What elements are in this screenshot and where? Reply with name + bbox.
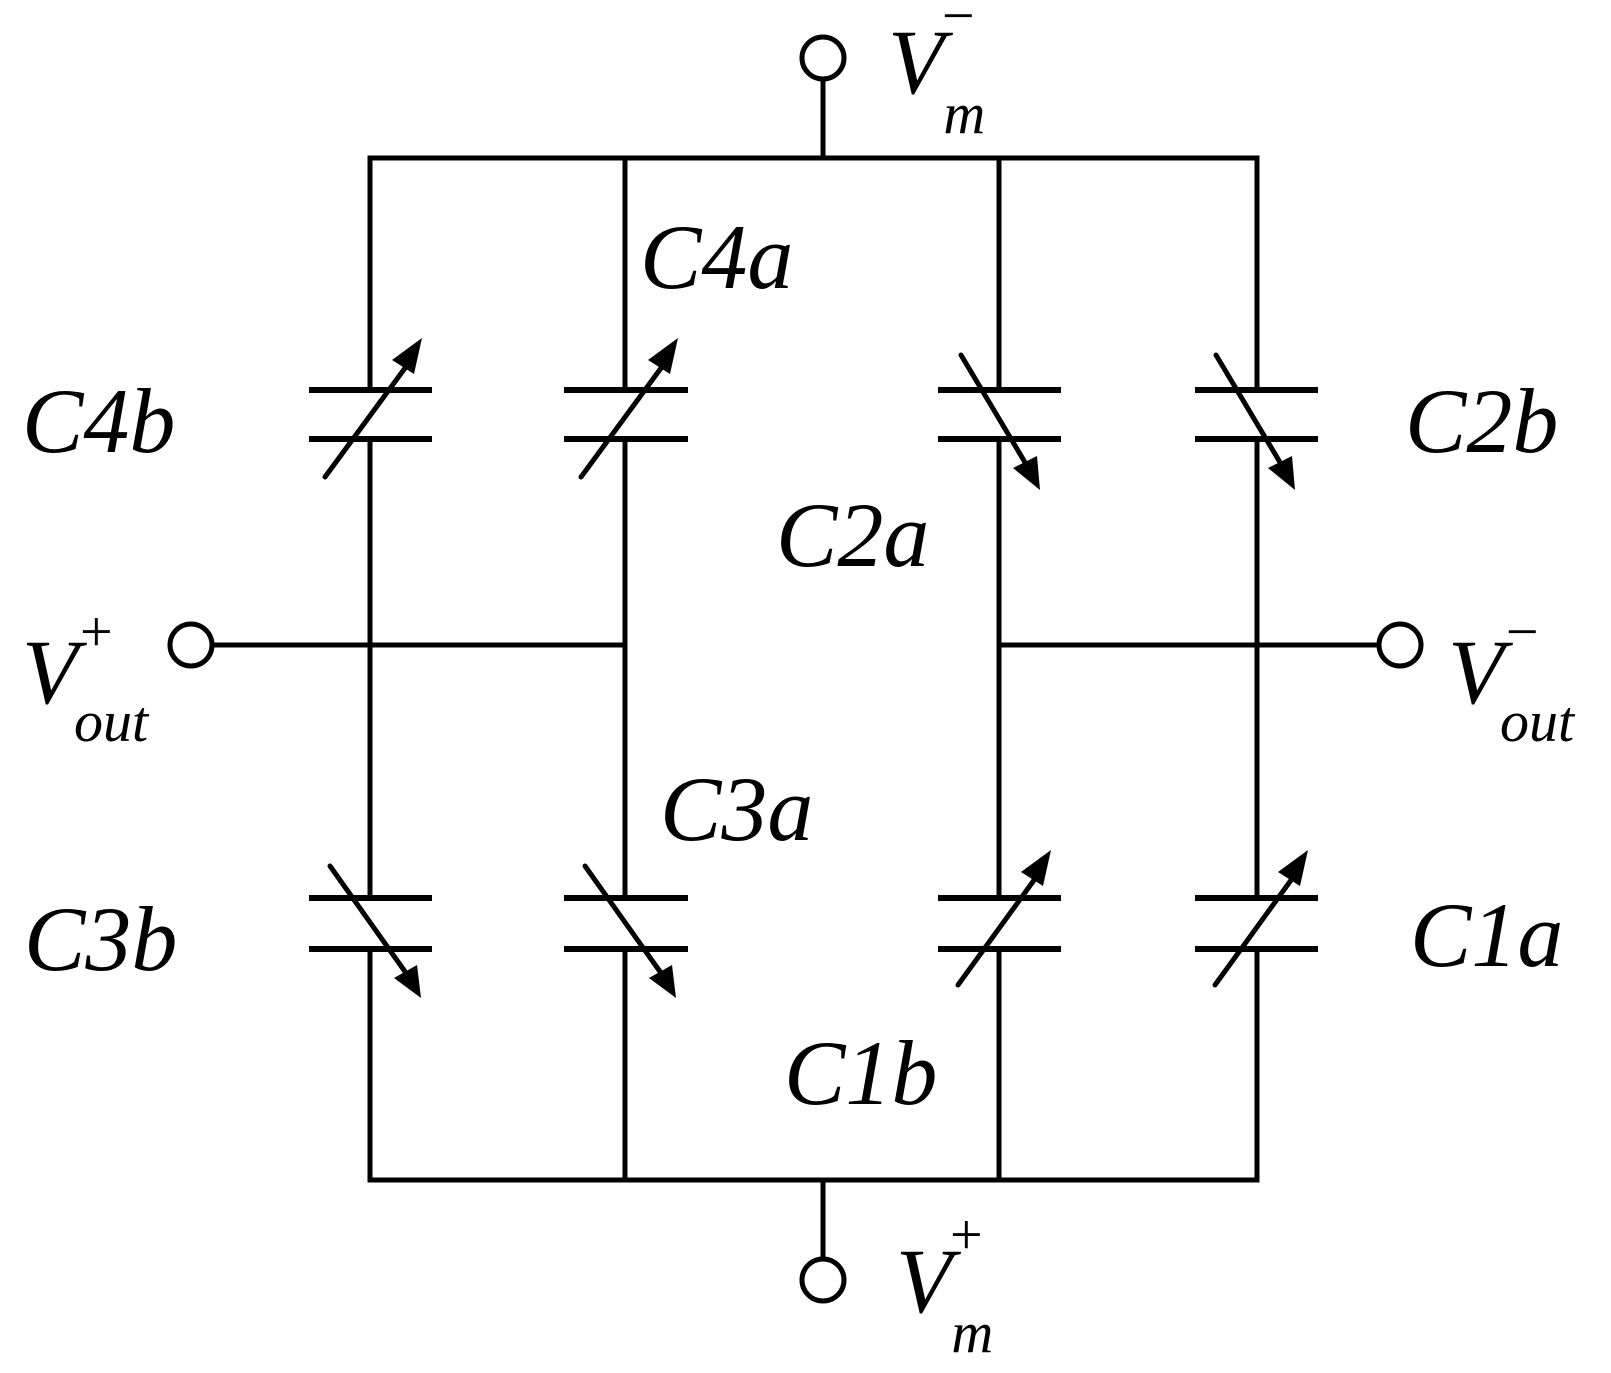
label-c2b: C2b [1405, 370, 1558, 472]
label-vm-top: V−m [888, 0, 985, 146]
terminal-vout-left [167, 621, 215, 669]
terminal-vm-top [799, 34, 847, 82]
terminal-vout-right [1376, 621, 1424, 669]
label-c2a: C2a [776, 484, 929, 586]
terminal-vm-bottom [799, 1256, 847, 1304]
label-vout-right: V−out [1448, 599, 1576, 754]
capacitor-c3a [564, 863, 688, 998]
label-c1a: C1a [1410, 884, 1563, 986]
label-c3a: C3a [660, 758, 813, 860]
label-c1b: C1b [784, 1022, 937, 1124]
label-vm-bottom: V+m [896, 1202, 993, 1365]
capacitor-c4b [309, 338, 432, 480]
label-c4a: C4a [640, 206, 793, 308]
capacitor-c3b [309, 863, 432, 998]
capacitor-c1b [938, 850, 1061, 988]
label-c3b: C3b [24, 888, 177, 990]
wiring [210, 77, 1381, 1258]
label-c4b: C4b [22, 370, 175, 472]
capacitor-c4a [564, 338, 688, 480]
capacitor-c2b [1195, 352, 1318, 490]
capacitor-c2a [938, 352, 1061, 490]
label-vout-left: V+out [22, 599, 150, 754]
junctions [367, 642, 1260, 648]
capacitor-c1a [1195, 850, 1318, 988]
